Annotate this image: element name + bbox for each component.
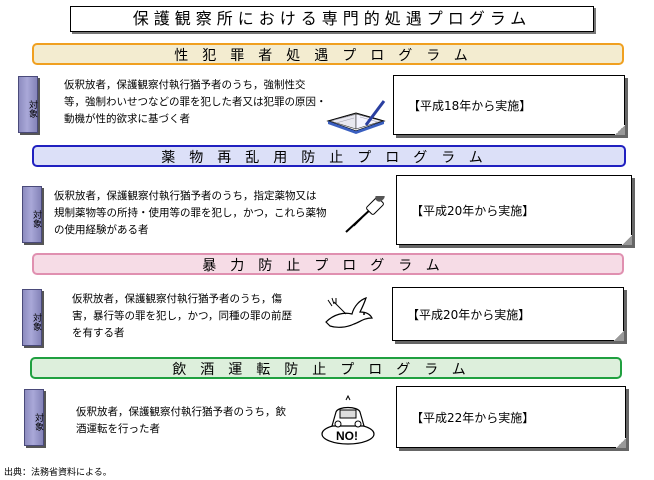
section-title-sex-offender: 性犯罪者処遇プログラム [32, 43, 624, 65]
section-title-drunk-driving: 飲酒運転防止プログラム [30, 357, 622, 379]
section-title-violence: 暴力防止プログラム [32, 253, 624, 275]
no-drunk-driving-icon: NO! [318, 394, 380, 446]
section-description: 仮釈放者，保護観察付執行猶予者のうち，指定薬物又は 規制薬物等の所持・使用等の罪… [54, 188, 384, 239]
implementation-note: 【平成20年から実施】 [396, 175, 632, 245]
target-tag: 対象 [18, 76, 38, 133]
implementation-note: 【平成18年から実施】 [393, 75, 625, 135]
dove-icon [320, 292, 376, 336]
dropper-icon [342, 196, 390, 236]
no-text: NO! [336, 429, 358, 443]
section-description: 仮釈放者，保護観察付執行猶予者のうち，傷 害，暴行等の罪を犯し，かつ，同種の罪の… [72, 291, 342, 342]
implementation-note: 【平成22年から実施】 [396, 386, 626, 448]
section-description: 仮釈放者，保護観察付執行猶予者のうち，飲 酒運転を行った者 [76, 404, 336, 438]
implementation-note: 【平成20年から実施】 [392, 287, 624, 341]
section-title-drug: 薬物再乱用防止プログラム [32, 145, 626, 167]
target-tag: 対象 [22, 186, 42, 243]
book-pen-icon [326, 99, 386, 135]
page-title: 保護観察所における専門的処遇プログラム [70, 6, 594, 32]
target-tag: 対象 [22, 289, 42, 346]
target-tag: 対象 [24, 389, 44, 446]
source-note: 出典：法務省資料による。 [4, 465, 112, 478]
